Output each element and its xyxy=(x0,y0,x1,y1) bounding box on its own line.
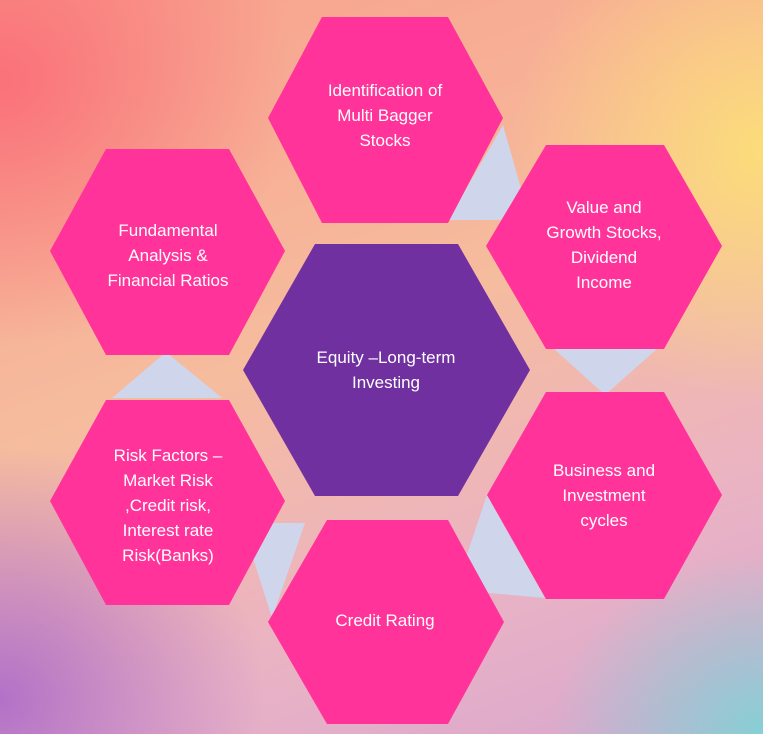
hexagon-credit-rating xyxy=(268,520,504,724)
connector-multibagger-value xyxy=(448,125,530,220)
node-label-fundamental: Fundamental Analysis & Financial Ratios xyxy=(107,220,229,290)
hexagon-business-cycles xyxy=(487,392,722,599)
hexagon-multibagger xyxy=(268,17,503,223)
node-label-multibagger: Identification of Multi Bagger Stocks xyxy=(327,80,443,150)
hexagon-center-equity xyxy=(243,244,530,496)
hexagon-fundamental xyxy=(50,149,285,355)
connector-value-business xyxy=(553,348,658,395)
node-label-risk-factors: Risk Factors – Market Risk ,Credit risk,… xyxy=(113,445,223,565)
hexagon-risk-factors xyxy=(50,400,285,605)
center-label: Equity –Long-term Investing xyxy=(316,348,456,392)
node-label-credit-rating: Credit Rating xyxy=(335,610,435,630)
connector-business-credit xyxy=(455,495,545,598)
node-label-value-growth: Value and Growth Stocks, Dividend Income xyxy=(546,198,662,292)
hexagon-value-growth xyxy=(486,145,722,349)
connector-risk-fundamental xyxy=(112,352,222,398)
node-label-business-cycles: Business and Investment cycles xyxy=(552,460,656,530)
